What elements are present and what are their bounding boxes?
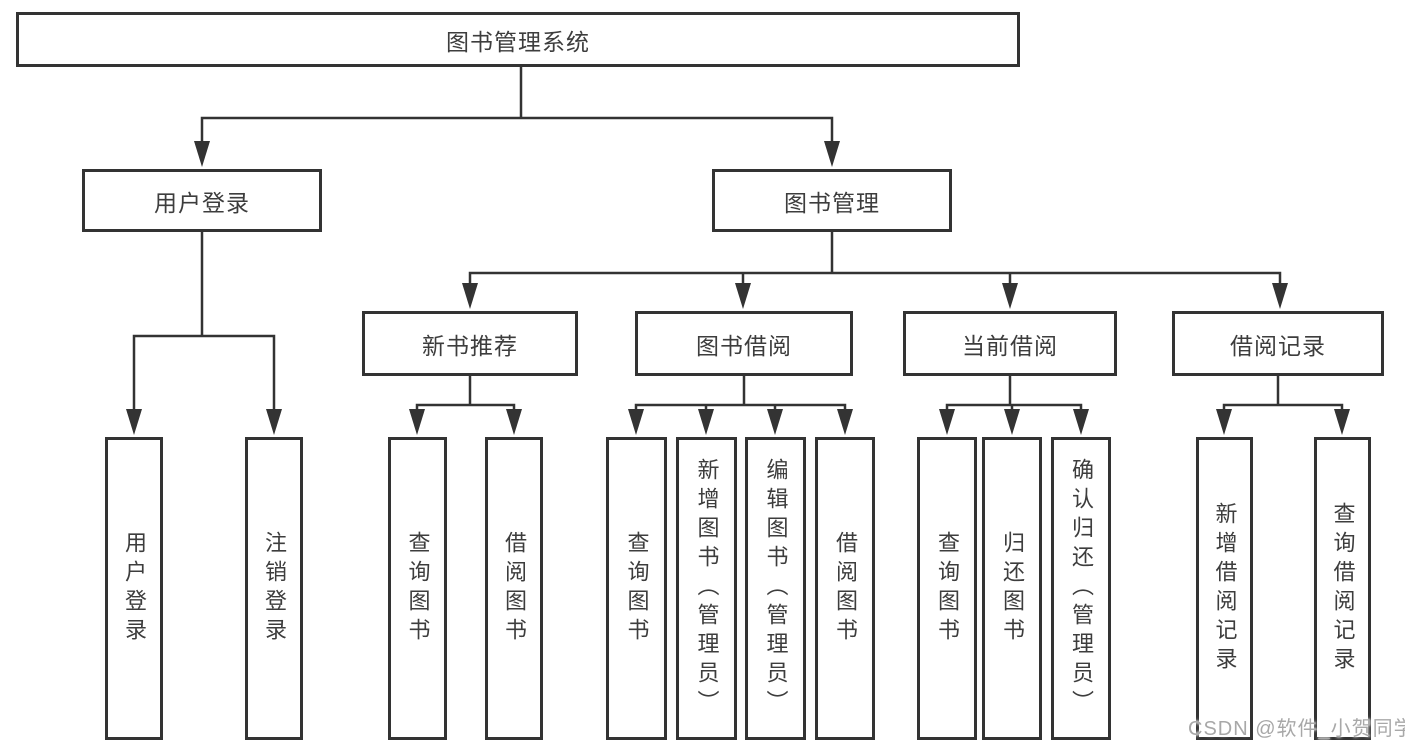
leaf-query-borrow-record: 查询借阅记录 [1314,437,1371,740]
csdn-watermark: CSDN @软件_小贺同学 [1188,718,1405,740]
node-book-management: 图书管理 [712,169,952,232]
node-user-login: 用户登录 [82,169,322,232]
leaf-return-books: 归还图书 [982,437,1042,740]
leaf-add-borrow-record: 新增借阅记录 [1196,437,1253,740]
node-current-borrowing: 当前借阅 [903,311,1117,376]
leaf-borrow-books-borrowing: 借阅图书 [815,437,875,740]
leaf-logout: 注销登录 [245,437,303,740]
node-new-book-recommendation: 新书推荐 [362,311,578,376]
leaf-query-books-borrowing: 查询图书 [606,437,667,740]
leaf-add-books-admin: 新增图书（管理员） [676,437,737,740]
leaf-query-books-current: 查询图书 [917,437,977,740]
leaf-user-login: 用户登录 [105,437,163,740]
leaf-confirm-return-admin: 确认归还（管理员） [1051,437,1111,740]
arrowheads [126,141,1350,435]
leaf-edit-books-admin: 编辑图书（管理员） [745,437,806,740]
node-library-management-system: 图书管理系统 [16,12,1020,67]
leaf-borrow-books-recommend: 借阅图书 [485,437,543,740]
node-book-borrowing: 图书借阅 [635,311,853,376]
node-borrowing-records: 借阅记录 [1172,311,1384,376]
leaf-query-books-recommend: 查询图书 [388,437,447,740]
